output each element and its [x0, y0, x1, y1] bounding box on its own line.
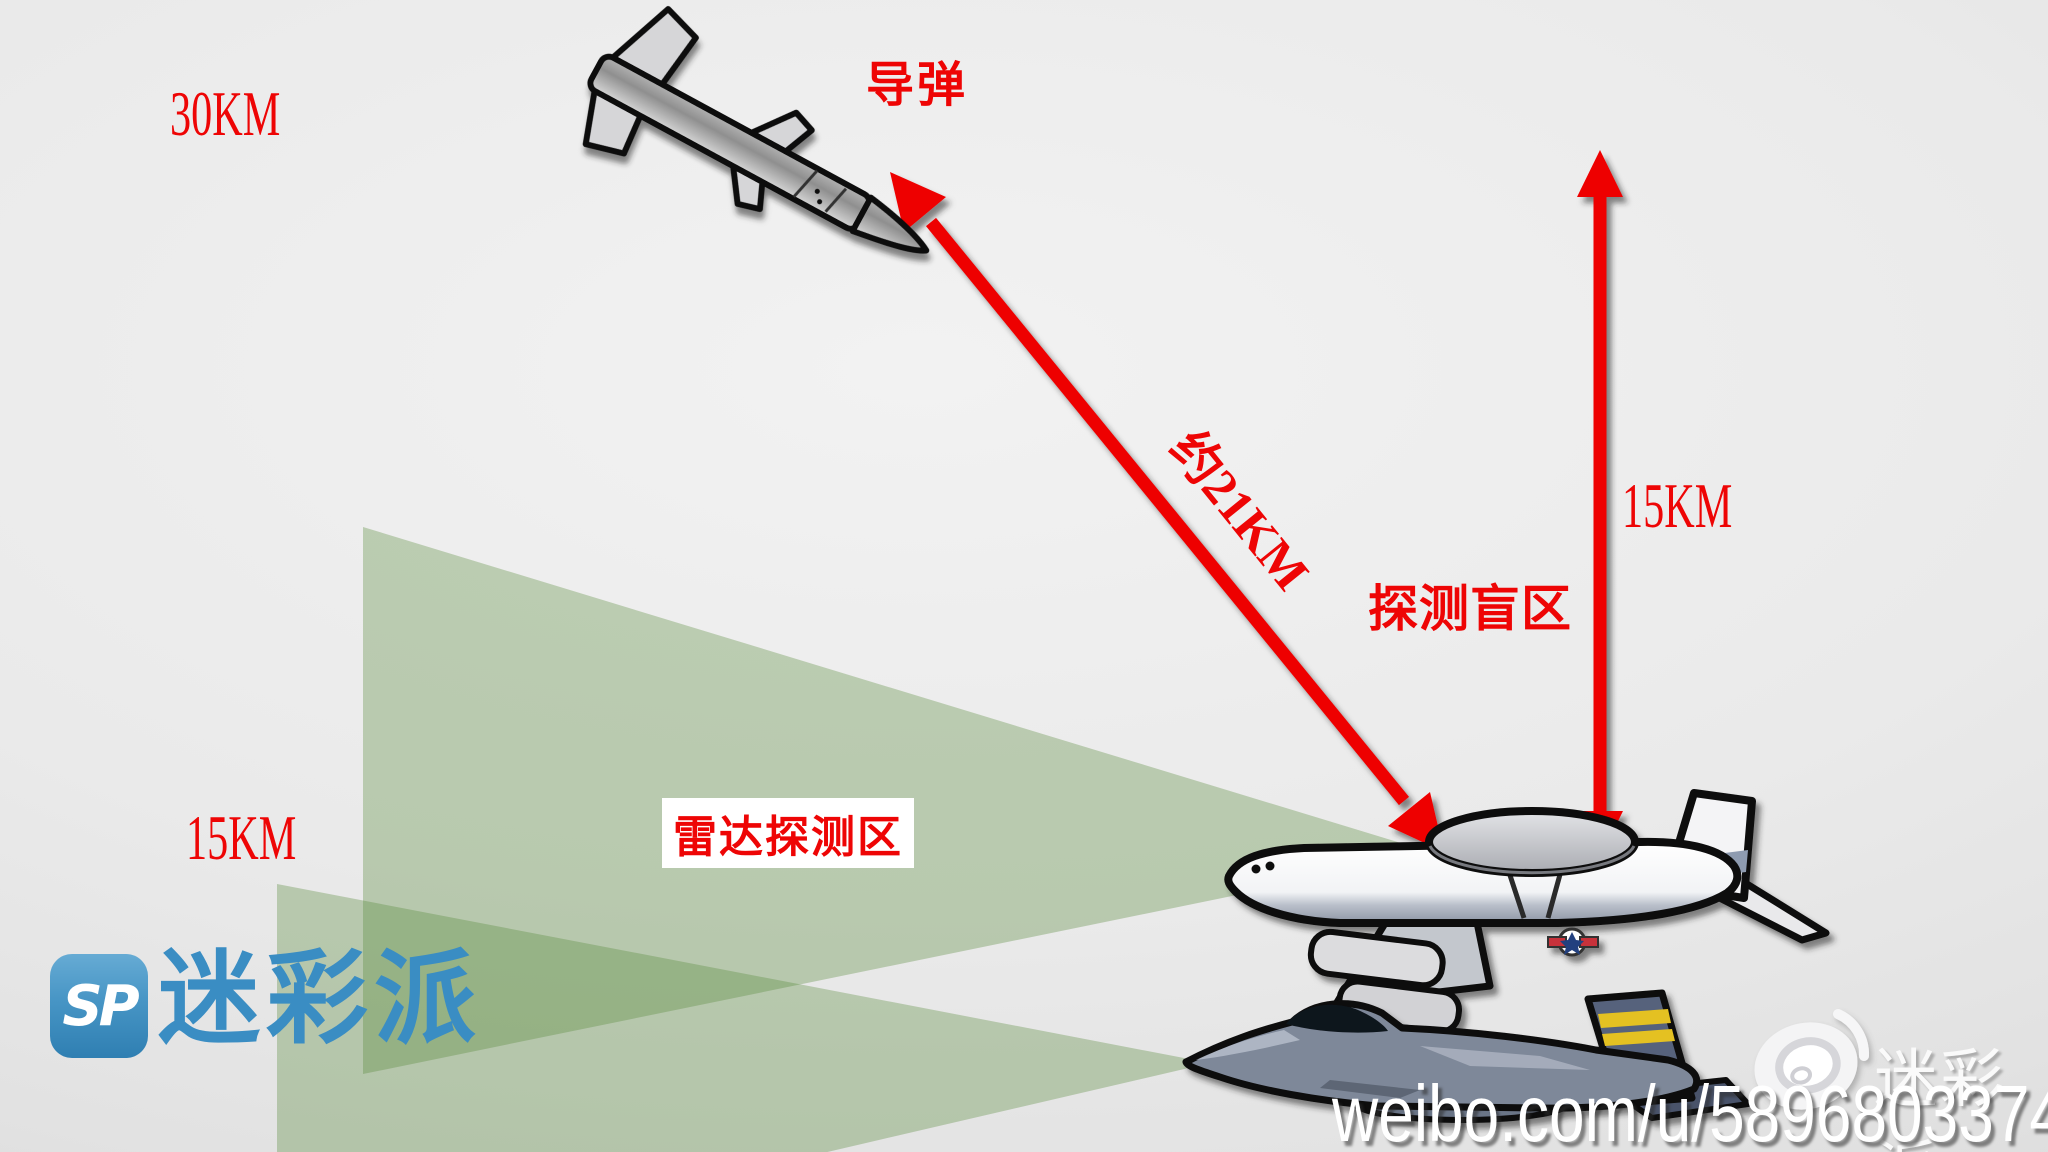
brand-name-right: 迷彩派 — [1874, 1043, 2006, 1152]
anti-ship-missile-graphic — [582, 6, 930, 254]
radar-cone-lower — [277, 884, 1210, 1152]
blind-zone-label: 探测盲区 — [1368, 581, 1572, 637]
radar-altitude-label: 15KM — [186, 802, 297, 873]
missile-label: 导弹 — [866, 59, 969, 112]
micaipai-logo-icon: SP — [50, 954, 148, 1058]
brand-watermark-left: SP 迷彩派 — [50, 948, 482, 1058]
fighter-jet-graphic — [1182, 989, 1751, 1123]
radar-zone-label: 雷达探测区 — [673, 813, 903, 862]
altitude-ceiling-label: 30KM — [170, 78, 281, 149]
weibo-url-watermark: weibo.com/u/5896803374 — [1332, 1069, 2048, 1152]
radar-zone-label-box: 雷达探测区 — [662, 798, 914, 868]
brand-name-left: 迷彩派 — [158, 942, 482, 1056]
blind-zone-height-arrow — [1577, 150, 1623, 858]
weibo-logo-icon — [1754, 1009, 1870, 1110]
brand-monogram: SP — [62, 973, 139, 1039]
blind-zone-height-label: 15KM — [1622, 470, 1733, 541]
usaf-roundel-icon — [1547, 927, 1599, 957]
